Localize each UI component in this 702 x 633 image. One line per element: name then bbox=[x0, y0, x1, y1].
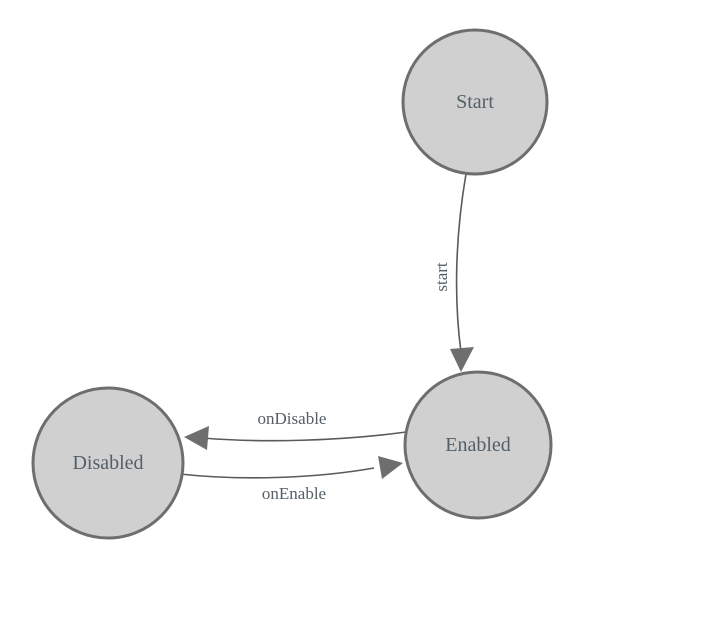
arrowhead-down-into-enabled bbox=[450, 347, 474, 372]
state-node-disabled-label: Disabled bbox=[72, 452, 143, 474]
edge-disabled-to-enabled[interactable]: onEnable bbox=[179, 456, 403, 503]
edge-disabled-to-enabled-path bbox=[179, 467, 375, 479]
arrowhead-right-into-enabled bbox=[378, 456, 403, 479]
edge-start-to-enabled[interactable]: start bbox=[432, 173, 474, 372]
state-node-start-label: Start bbox=[456, 91, 494, 113]
state-node-disabled-circle bbox=[31, 386, 185, 540]
edge-label-ondisable: onDisable bbox=[258, 409, 327, 428]
state-node-enabled-circle bbox=[403, 370, 553, 520]
state-node-disabled[interactable]: Disabled bbox=[31, 386, 185, 540]
state-node-start[interactable]: Start bbox=[401, 28, 549, 176]
edge-enabled-to-disabled-path bbox=[202, 431, 407, 442]
edge-label-onenable: onEnable bbox=[262, 484, 326, 503]
edge-enabled-to-disabled[interactable]: onDisable bbox=[184, 409, 407, 450]
state-node-enabled[interactable]: Enabled bbox=[403, 370, 553, 520]
arrowhead-left-into-disabled bbox=[184, 426, 209, 450]
edge-label-start: start bbox=[432, 262, 451, 292]
edge-start-to-enabled-path bbox=[455, 173, 467, 353]
state-node-enabled-label: Enabled bbox=[445, 434, 511, 456]
state-node-start-circle bbox=[401, 28, 549, 176]
